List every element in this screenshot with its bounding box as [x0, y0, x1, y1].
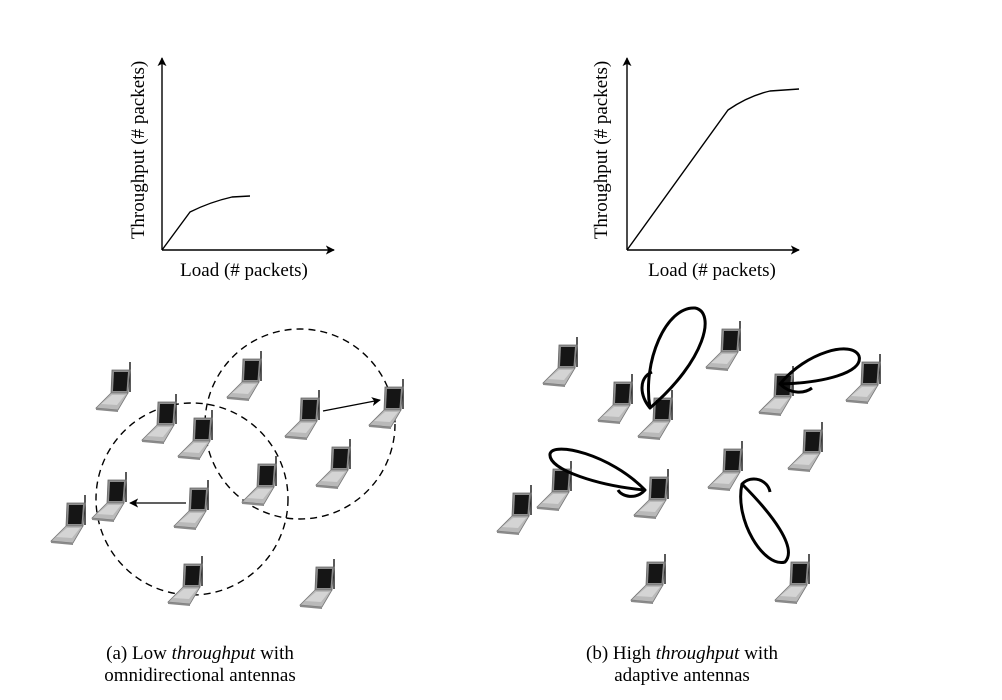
directional-beam — [548, 447, 647, 498]
caption-omni-line2: omnidirectional antennas — [104, 665, 296, 686]
transmission-arrow — [322, 397, 381, 412]
laptop-icon — [299, 558, 335, 610]
adaptive-network — [496, 306, 881, 605]
laptop-icon — [536, 460, 572, 512]
laptop-icon — [226, 350, 262, 402]
laptop-icon — [787, 421, 823, 473]
laptop-icon — [496, 484, 532, 536]
caption-prefix: (a) Low — [106, 643, 172, 664]
caption-emphasis: throughput — [655, 643, 740, 664]
x-axis-label: Load (# packets) — [648, 260, 776, 281]
laptop-icon — [845, 353, 881, 405]
caption-adaptive-line1: (b) High throughput with — [522, 643, 842, 665]
caption-adaptive: (b) High throughput with adaptive antenn… — [522, 643, 842, 687]
directional-beam — [778, 347, 861, 394]
laptop-icon — [315, 438, 351, 490]
caption-adaptive-line2: adaptive antennas — [614, 665, 750, 686]
caption-emphasis: throughput — [171, 643, 256, 664]
laptop-icon — [597, 373, 633, 425]
laptop-icon — [91, 471, 127, 523]
laptop-icon — [95, 361, 131, 413]
caption-prefix: (b) High — [586, 643, 656, 664]
omni-network — [50, 328, 404, 610]
laptop-icon — [630, 553, 666, 605]
directional-beam — [640, 306, 707, 410]
throughput-chart-omni: Throughput (# packets) Load (# packets) — [128, 57, 335, 281]
x-axis-label: Load (# packets) — [180, 260, 308, 281]
directional-beam — [739, 477, 790, 564]
laptop-icon — [177, 409, 213, 461]
laptop-icon — [141, 393, 177, 445]
caption-suffix: with — [255, 643, 294, 664]
y-axis-label: Throughput (# packets) — [591, 61, 612, 239]
laptop-icon — [173, 479, 209, 531]
throughput-chart-adaptive: Throughput (# packets) Load (# packets) — [591, 57, 800, 281]
laptop-icon — [284, 389, 320, 441]
throughput-curve — [161, 195, 251, 251]
y-axis-label: Throughput (# packets) — [128, 61, 149, 239]
caption-omni-line1: (a) Low throughput with — [40, 643, 360, 665]
throughput-curve — [626, 88, 800, 251]
caption-omni: (a) Low throughput with omnidirectional … — [40, 643, 360, 687]
laptop-icon — [542, 336, 578, 388]
laptop-icon — [368, 378, 404, 430]
laptop-icon — [167, 555, 203, 607]
laptop-icon — [50, 494, 86, 546]
laptop-icon — [707, 440, 743, 492]
caption-suffix: with — [739, 643, 778, 664]
laptop-icon — [241, 455, 277, 507]
laptop-icon — [705, 320, 741, 372]
coverage-circle-right — [204, 328, 396, 520]
